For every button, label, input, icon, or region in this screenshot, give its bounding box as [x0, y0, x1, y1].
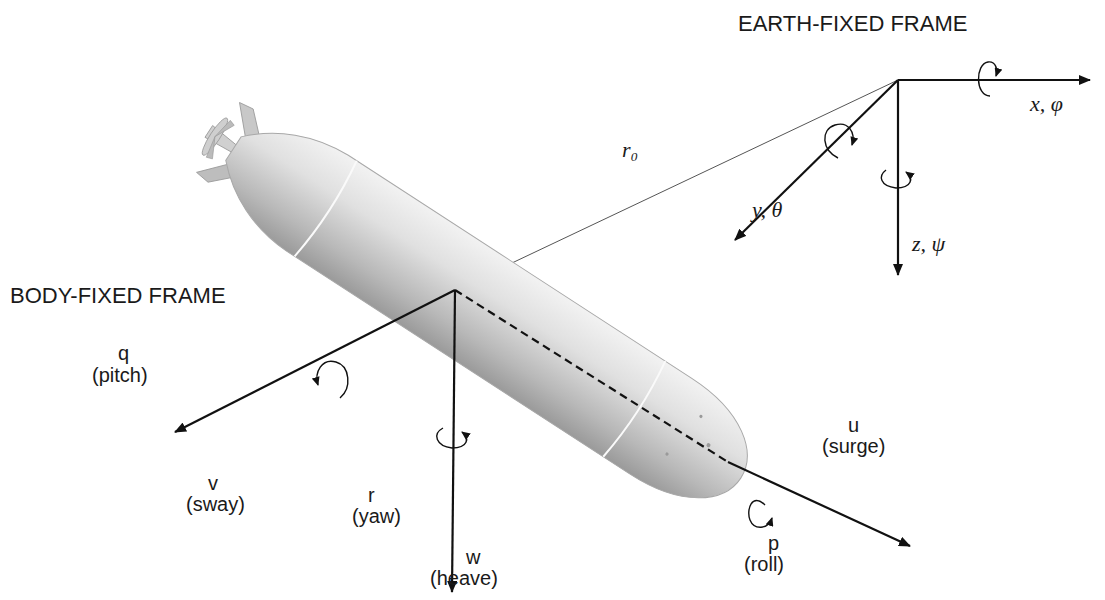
motion-symbol: r	[368, 484, 375, 506]
auv-hull	[177, 84, 772, 525]
earth-rotation-arrows	[825, 62, 997, 188]
frame-title: EARTH-FIXED FRAME	[738, 12, 967, 36]
motion-name: (sway)	[186, 493, 245, 515]
axis-label: z, ψ	[912, 232, 945, 256]
motion-symbol: p	[768, 532, 779, 554]
motion-symbol: w	[466, 546, 480, 568]
body-axes	[175, 290, 910, 592]
vector-label: r₀	[622, 138, 638, 162]
body-rotation-arrows	[317, 361, 772, 527]
axis-label: x, φ	[1030, 92, 1063, 116]
position-vector	[455, 80, 898, 290]
frame-title: BODY-FIXED FRAME	[10, 284, 226, 308]
motion-symbol: v	[208, 472, 218, 494]
motion-name: (heave)	[430, 567, 498, 589]
motion-symbol: u	[848, 414, 859, 436]
earth-axes	[735, 80, 1090, 275]
axis-label: y, θ	[752, 198, 782, 222]
motion-name: (pitch)	[92, 364, 148, 386]
motion-name: (yaw)	[352, 505, 401, 527]
motion-symbol: q	[118, 342, 129, 364]
motion-name: (roll)	[744, 553, 784, 575]
motion-name: (surge)	[822, 435, 885, 457]
